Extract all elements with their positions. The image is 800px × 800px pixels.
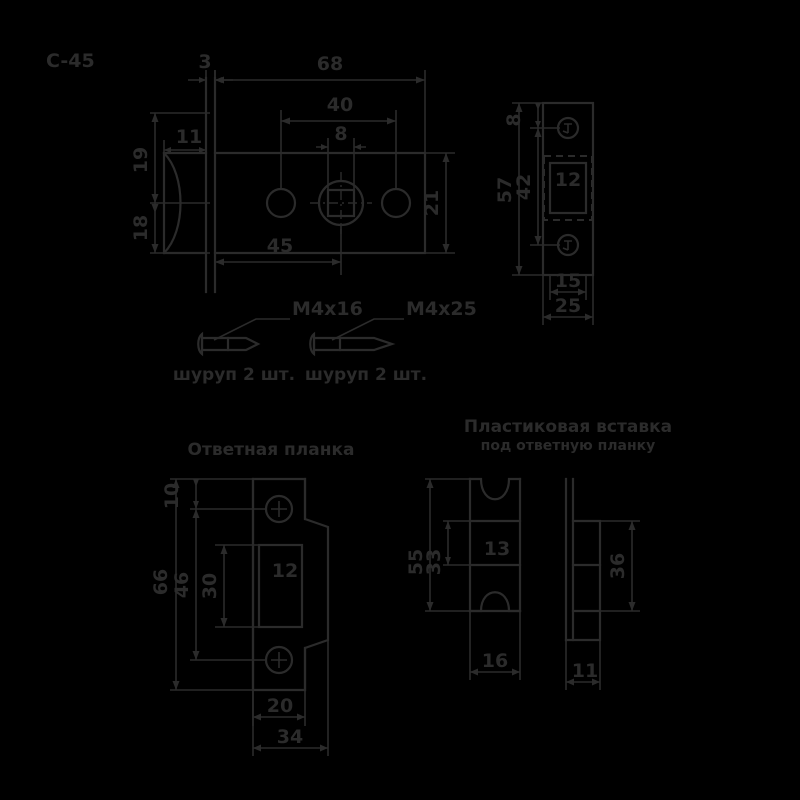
dim-insert-side-height: 36 xyxy=(607,553,629,579)
screw-m4x25-label: шуруп 2 шт. xyxy=(305,365,427,385)
dim-insert-side-width: 11 xyxy=(572,660,598,682)
screw-m4x25-code: M4x25 xyxy=(406,298,477,320)
dim-strike-total-width: 34 xyxy=(277,726,303,748)
dim-latch-height-bottom: 18 xyxy=(130,215,152,241)
dim-strike-window-width: 12 xyxy=(272,560,298,582)
dim-latch-height-top: 19 xyxy=(130,147,152,173)
dim-strike-screw-spacing: 46 xyxy=(171,572,193,598)
dim-insert-inner-height: 33 xyxy=(423,549,445,575)
dim-total-length: 68 xyxy=(317,53,343,75)
dim-latch-projection: 11 xyxy=(176,126,202,148)
screw-hole-right xyxy=(380,187,412,219)
dim-strike-top-offset: 10 xyxy=(161,483,183,509)
dim-insert-total-height: 55 xyxy=(405,549,427,575)
strike-plate-group: Ответная планка 12 66 46 10 xyxy=(150,440,354,756)
dim-insert-inner-width: 13 xyxy=(484,538,510,560)
dim-strike-window-height: 30 xyxy=(199,573,221,599)
screw-hole-left xyxy=(265,187,297,219)
dim-insert-outer-width: 16 xyxy=(482,650,508,672)
dim-body-height: 21 xyxy=(421,190,443,216)
plastic-insert-subtitle: под ответную планку xyxy=(481,438,656,454)
dim-strike-total-height: 66 xyxy=(150,569,172,595)
dim-side-screw-spacing: 42 xyxy=(513,174,535,200)
dim-side-inner-width: 15 xyxy=(555,270,581,292)
dim-hole-spacing: 40 xyxy=(327,94,353,116)
dim-strike-plate-width: 20 xyxy=(267,695,293,717)
strike-window xyxy=(257,543,304,629)
dim-faceplate-thickness: 3 xyxy=(198,51,211,73)
fasteners-group: M4x16 шуруп 2 шт. M4x25 шуруп 2 шт. xyxy=(173,298,477,385)
dim-side-plate-width: 25 xyxy=(555,295,581,317)
main-view-group: 3 68 40 8 19 18 xyxy=(130,51,455,294)
strike-plate-title: Ответная планка xyxy=(188,440,355,460)
screw-m4x16-icon xyxy=(197,318,290,357)
latch-window-outline xyxy=(543,155,593,221)
dim-square-spindle: 8 xyxy=(334,123,347,145)
side-view-group: 57 42 8 12 15 25 xyxy=(494,101,595,325)
plastic-insert-group: Пластиковая вставка под ответную планку … xyxy=(405,417,672,690)
plastic-insert-title: Пластиковая вставка xyxy=(464,417,672,437)
latch-window xyxy=(548,161,588,215)
part-code-label: C-45 xyxy=(46,50,95,72)
dim-body-length: 45 xyxy=(267,235,293,257)
screw-m4x25-icon xyxy=(309,318,404,357)
dim-latch-window-width: 12 xyxy=(555,169,581,191)
dim-side-top-offset: 8 xyxy=(503,113,525,126)
dim-side-total-height: 57 xyxy=(494,177,516,203)
screw-m4x16-label: шуруп 2 шт. xyxy=(173,365,295,385)
screw-m4x16-code: M4x16 xyxy=(292,298,363,320)
